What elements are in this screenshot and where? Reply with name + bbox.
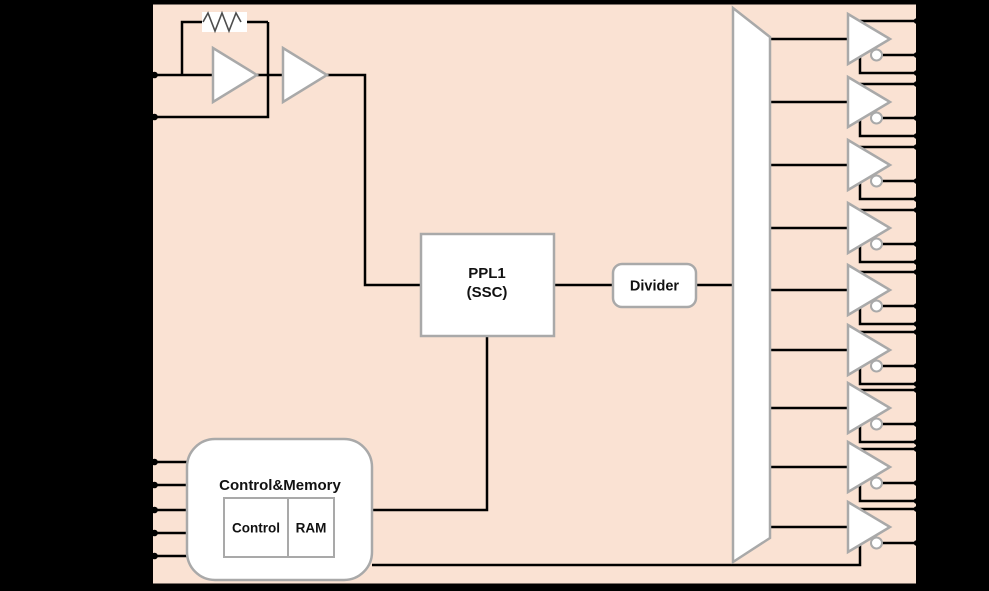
left-crystal-pin-dot-2	[151, 113, 158, 121]
control-sub-box	[223, 497, 289, 558]
resistor-zigzag-icon	[202, 10, 242, 34]
output-buffers	[846, 11, 893, 555]
control-input-pin-dot-2	[151, 481, 158, 489]
output-buffer-6-triangle-icon	[846, 322, 893, 378]
output-buffer-9-triangle-icon	[846, 499, 893, 555]
control-input-pin-dot-5	[151, 552, 158, 560]
feedback-wire	[180, 20, 268, 75]
pll-label-line2: (SSC)	[467, 284, 508, 301]
output-buffer-9-inversion-bubble-icon	[870, 536, 883, 550]
output-buffer-1-triangle-icon	[846, 11, 893, 67]
output-buffer-2-triangle-icon	[846, 74, 893, 130]
output-buffer-5-inversion-bubble-icon	[870, 299, 883, 313]
control-input-pin-dot-4	[151, 529, 158, 537]
pin-markers	[151, 18, 924, 560]
trapezoid-mux-icon	[731, 5, 772, 565]
output-buffer-6-inversion-bubble-icon	[870, 359, 883, 373]
control-memory-title: Control&Memory	[219, 477, 341, 494]
output-buffer-8-inversion-bubble-icon	[870, 476, 883, 490]
output-buffer-2-inversion-bubble-icon	[870, 111, 883, 125]
divider-box	[611, 262, 698, 309]
left-crystal-pin-dot-1	[151, 71, 158, 79]
control-input-pin-dot-3	[151, 506, 158, 514]
output-buffer-8-triangle-icon	[846, 439, 893, 495]
control-input-pin-dot-1	[151, 458, 158, 466]
output-buffer-4-triangle-icon	[846, 200, 893, 256]
output-buffer-3-triangle-icon	[846, 137, 893, 193]
output-buffer-7-inversion-bubble-icon	[870, 417, 883, 431]
control-sub-label: Control	[232, 521, 280, 536]
pll-label-line1: PPL1	[468, 265, 506, 282]
crystal-oscillator	[202, 10, 330, 105]
xout-wire	[150, 22, 270, 119]
output-buffer-4-inversion-bubble-icon	[870, 237, 883, 251]
output-buffer-1-inversion-bubble-icon	[870, 48, 883, 62]
ram-sub-label: RAM	[296, 521, 327, 536]
pll-block: PPL1 (SSC)	[419, 232, 556, 338]
ram-sub-box	[287, 497, 335, 558]
output-buffer-3-inversion-bubble-icon	[870, 174, 883, 188]
control-memory-block: Control&Memory Control RAM	[185, 437, 374, 582]
control-to-pll-wire	[372, 336, 489, 512]
oscillator-amp-1-icon	[211, 45, 260, 105]
oscillator-amp-2-icon	[281, 45, 330, 105]
pll-box	[419, 232, 556, 338]
divider-label: Divider	[630, 279, 680, 295]
output-buffer-7-triangle-icon	[846, 380, 893, 436]
divider-block: Divider	[611, 262, 698, 309]
osc-to-pll-wire	[327, 73, 423, 287]
output-buffer-5-triangle-icon	[846, 262, 893, 318]
wires	[150, 20, 737, 512]
